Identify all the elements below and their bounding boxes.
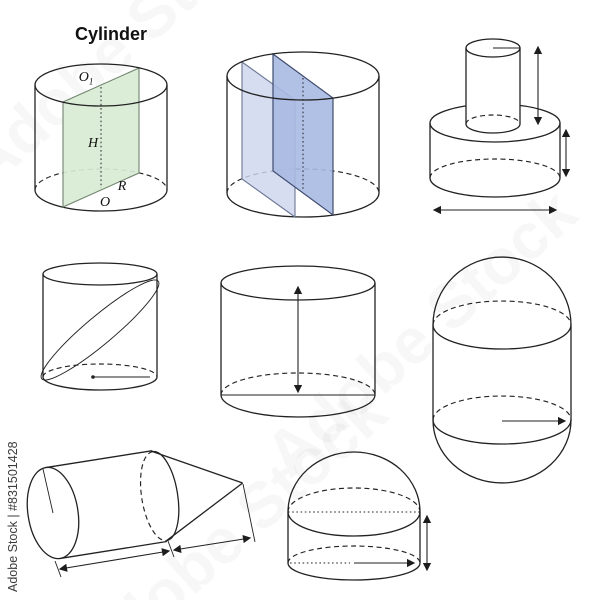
- bottom-ellipse-front: [287, 562, 421, 581]
- extension-tick-left: [54, 560, 62, 578]
- bottom-junction-back: [432, 395, 572, 421]
- watermark-ghost-text: Adobe Stock: [61, 375, 400, 600]
- label-bottom-center: O: [100, 195, 110, 210]
- section-plane-dark: [272, 52, 334, 217]
- oblique-section-ellipse: [40, 279, 160, 381]
- diagram-axial-section-cylinder: O1 H R O: [34, 63, 168, 212]
- top-ellipse: [226, 51, 380, 101]
- top-junction-front: [432, 324, 572, 350]
- cone-base-ellipse-front: [152, 450, 180, 542]
- top-ellipse: [42, 262, 158, 286]
- bottom-ellipse-front: [220, 394, 376, 418]
- end-radius-line: [42, 468, 54, 514]
- top-junction-back: [432, 300, 572, 326]
- bottom-ellipse-front: [42, 376, 158, 391]
- cone-lower-edge: [166, 482, 244, 542]
- cone-base-ellipse-back: [139, 451, 167, 542]
- bottom-ellipse-back: [226, 168, 380, 194]
- label-height: H: [87, 136, 99, 151]
- junction-ellipse-back: [287, 487, 421, 513]
- figure-title: Cylinder: [75, 24, 147, 44]
- top-hemisphere: [432, 256, 572, 326]
- bottom-ellipse-back: [220, 372, 376, 396]
- cylinder-length-arrow: [58, 548, 171, 572]
- extension-tick-middle: [167, 540, 175, 558]
- small-bottom-ellipse-front: [465, 123, 521, 134]
- bottom-ellipse-back: [287, 545, 421, 564]
- extension-line-apex: [242, 483, 256, 543]
- big-bottom-ellipse-front: [429, 177, 561, 198]
- cone-length-arrow: [172, 535, 252, 553]
- bottom-hemisphere: [432, 419, 572, 484]
- label-radius: R: [117, 179, 127, 194]
- bottom-junction-front: [432, 419, 572, 445]
- diagram-dome-on-cylinder: [287, 451, 432, 581]
- bottom-ellipse-back: [42, 363, 158, 378]
- top-ellipse: [34, 63, 168, 107]
- label-top-center: O1: [79, 70, 94, 87]
- big-bottom-ellipse-back: [429, 158, 561, 179]
- dome-outline: [287, 451, 421, 513]
- bottom-ellipse-front: [226, 192, 380, 218]
- diagram-parallel-sections-cylinder: [226, 51, 380, 219]
- diagram-capsule: [432, 256, 572, 484]
- diagram-oblique-section-cylinder: [40, 262, 160, 391]
- bottom-ellipse-front: [34, 189, 168, 212]
- diagram-cylinder-with-cone: [26, 450, 256, 578]
- diagram-height-arrow-cylinder: [220, 265, 376, 418]
- small-cylinder-body-fill: [466, 48, 520, 133]
- diagram-stacked-cylinders: [429, 38, 571, 215]
- junction-ellipse-front: [287, 511, 421, 537]
- small-bottom-ellipse-back: [465, 114, 521, 125]
- watermark-stock-id: Adobe Stock | #831501428: [6, 441, 20, 592]
- cone-upper-edge: [152, 451, 243, 484]
- cylinder-top-edge: [45, 450, 153, 469]
